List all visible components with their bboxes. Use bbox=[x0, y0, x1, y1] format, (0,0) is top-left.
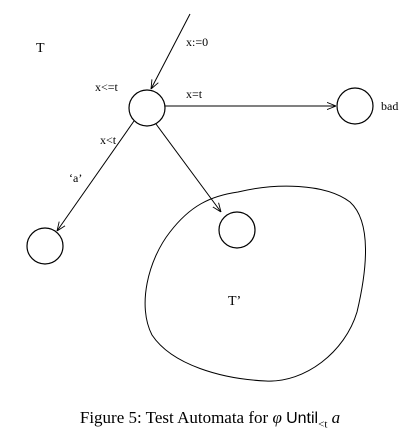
central-state-guard-label: x<=t bbox=[95, 80, 119, 94]
entry-edge bbox=[151, 13, 191, 89]
central-state bbox=[128, 89, 166, 127]
bad-state bbox=[336, 87, 374, 125]
bad-state-label: bad bbox=[381, 99, 398, 113]
caption-a: a bbox=[331, 408, 341, 427]
caption-until: Until bbox=[286, 410, 319, 427]
edge-into-subautomaton bbox=[155, 123, 221, 212]
automaton-label-t: T bbox=[36, 41, 45, 56]
subautomaton-region bbox=[144, 185, 366, 382]
edge-to-left-action-label: ‘a’ bbox=[69, 171, 82, 185]
caption-phi: φ bbox=[272, 408, 282, 427]
edge-to-left-guard-label: x<t bbox=[100, 133, 117, 147]
subautomaton-label: T’ bbox=[228, 294, 241, 309]
caption-prefix: Figure 5: Test Automata for bbox=[79, 408, 273, 427]
figure-caption: Figure 5: Test Automata for φ Until<t a bbox=[0, 408, 420, 430]
caption-subscript: <t bbox=[318, 418, 328, 431]
left-state bbox=[26, 227, 64, 265]
entry-edge-label: x:=0 bbox=[186, 35, 208, 49]
edge-to-bad-label: x=t bbox=[186, 87, 203, 101]
edge-to-left-state bbox=[57, 120, 135, 231]
subautomaton-initial-state bbox=[218, 211, 256, 249]
